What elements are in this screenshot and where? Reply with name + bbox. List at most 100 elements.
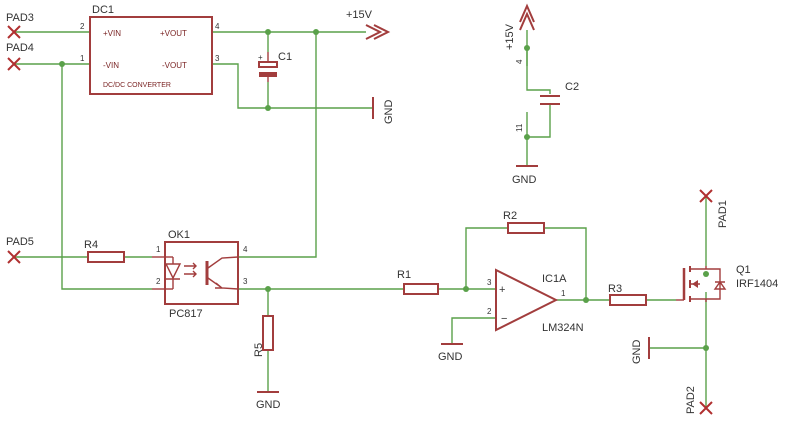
ic1a-pin-number: 1 [561, 289, 566, 298]
q1-body-diode-icon [706, 268, 727, 300]
junction-dot [463, 286, 469, 292]
wire-15v-ok1-pin4 [238, 32, 317, 258]
dc1-pin-number: 4 [215, 22, 220, 31]
pad-cross-icon [7, 25, 21, 39]
pad1: PAD1 [699, 189, 729, 228]
ic1a-value: LM324N [542, 322, 584, 334]
dc1-pin-number: 1 [80, 54, 85, 63]
ground-label: GND [438, 351, 463, 363]
ic1a-pin-number: 3 [487, 278, 492, 287]
r5-body [262, 315, 274, 351]
light-arrows-icon [184, 262, 197, 278]
pad2-label: PAD2 [685, 386, 697, 414]
r5-ref: R5 [253, 343, 265, 357]
optocoupler-ok1: OK1 PC817 1 2 4 3 [152, 229, 248, 320]
op-amp-triangle [495, 268, 559, 332]
r3-body [609, 294, 647, 306]
junction-dot [583, 297, 589, 303]
wire-vout-neg-gnd [212, 63, 372, 109]
supply-15v-ic: +15V [504, 3, 535, 50]
pad-cross-icon [7, 57, 21, 71]
pad1-label: PAD1 [717, 200, 729, 228]
ground-q1: GND [631, 337, 650, 365]
junction-dot [265, 286, 271, 292]
wire-c2-supply [526, 30, 551, 94]
r2-body [507, 222, 545, 234]
supply-15v-top: +15V [346, 9, 391, 40]
ok1-pin-number: 4 [243, 245, 248, 254]
led-icon [164, 257, 182, 286]
q1-value: IRF1404 [736, 278, 778, 290]
pad3: PAD3 [6, 12, 34, 39]
dc1-ref: DC1 [92, 4, 114, 16]
q1-ref: Q1 [736, 264, 751, 276]
wire-r2-right [544, 227, 587, 300]
wire-vin-neg-down [61, 64, 152, 290]
pad4: PAD4 [6, 42, 34, 71]
junction-dot [703, 271, 709, 277]
c1-ref: C1 [278, 51, 292, 63]
ground-label: GND [512, 174, 537, 186]
r1-body [403, 283, 439, 295]
phototransistor-icon [207, 256, 239, 290]
ok1-pin-number: 2 [156, 277, 161, 286]
ic1a-pin-number: 2 [487, 307, 492, 316]
dc1-pin-number: 3 [215, 54, 220, 63]
junction-dot [313, 29, 319, 35]
ok1-pin-number: 3 [243, 277, 248, 286]
junction-dot [703, 345, 709, 351]
pad2: PAD2 [685, 386, 713, 415]
ground-label: GND [256, 399, 281, 411]
pad5-label: PAD5 [6, 236, 34, 248]
r4-ref: R4 [84, 239, 98, 251]
resistor-r2: R2 [503, 210, 545, 234]
junctions [59, 29, 709, 351]
junction-dot [265, 105, 271, 111]
capacitor-c1: + C1 [258, 51, 292, 82]
ground-opamp: GND [438, 343, 463, 363]
resistor-r5: R5 [253, 315, 274, 357]
wire-c2-gnd [526, 104, 551, 166]
q1-arrow-icon [692, 280, 698, 288]
dc-dc-converter: DC1 +VIN -VIN +VOUT -VOUT DC/DC CONVERTE… [80, 4, 220, 95]
ok1-pin-number: 1 [156, 245, 161, 254]
r4-body [87, 251, 125, 263]
pad-cross-icon [7, 250, 21, 264]
pad5: PAD5 [6, 236, 34, 264]
dc1-pin-vin-neg: -VIN [103, 61, 119, 70]
pad-cross-icon [699, 401, 713, 415]
c1-plus-sign: + [258, 53, 263, 62]
junction-dot [524, 45, 530, 51]
supply-arrow-icon [365, 24, 391, 40]
pad3-label: PAD3 [6, 12, 34, 24]
dc1-pin-number: 2 [80, 22, 85, 31]
ok1-body [164, 241, 239, 305]
dc1-pin-vout-pos: +VOUT [160, 29, 187, 38]
capacitor-c2: C2 [540, 81, 579, 105]
dc1-type: DC/DC CONVERTER [103, 82, 171, 89]
wire-inv-gnd [451, 317, 496, 344]
r1-ref: R1 [397, 269, 411, 281]
mosfet-q1: Q1 IRF1404 [676, 264, 778, 302]
ground-c1: GND [372, 97, 395, 125]
junction-dot [265, 29, 271, 35]
pad4-label: PAD4 [6, 42, 34, 54]
resistor-r1: R1 [397, 269, 439, 295]
ground-label: GND [383, 100, 395, 125]
op-amp-minus-sign: − [501, 313, 507, 325]
ic1-power-pins: 4 11 [515, 59, 524, 132]
op-amp-ic1a: + − IC1A LM324N 3 2 1 [487, 268, 584, 334]
junction-dot [524, 134, 530, 140]
wire-r2-left [465, 227, 508, 289]
pad-cross-icon [699, 189, 713, 203]
ok1-ref: OK1 [168, 229, 190, 241]
ground-label: GND [631, 340, 643, 365]
ic1-pin-number: 11 [515, 123, 524, 132]
ok1-value: PC817 [169, 308, 203, 320]
supply-15v-label: +15V [346, 9, 373, 21]
resistor-r3: R3 [608, 283, 647, 306]
dc1-pin-vout-neg: -VOUT [162, 61, 187, 70]
junction-dot [59, 61, 65, 67]
supply-15v-label: +15V [504, 23, 516, 50]
